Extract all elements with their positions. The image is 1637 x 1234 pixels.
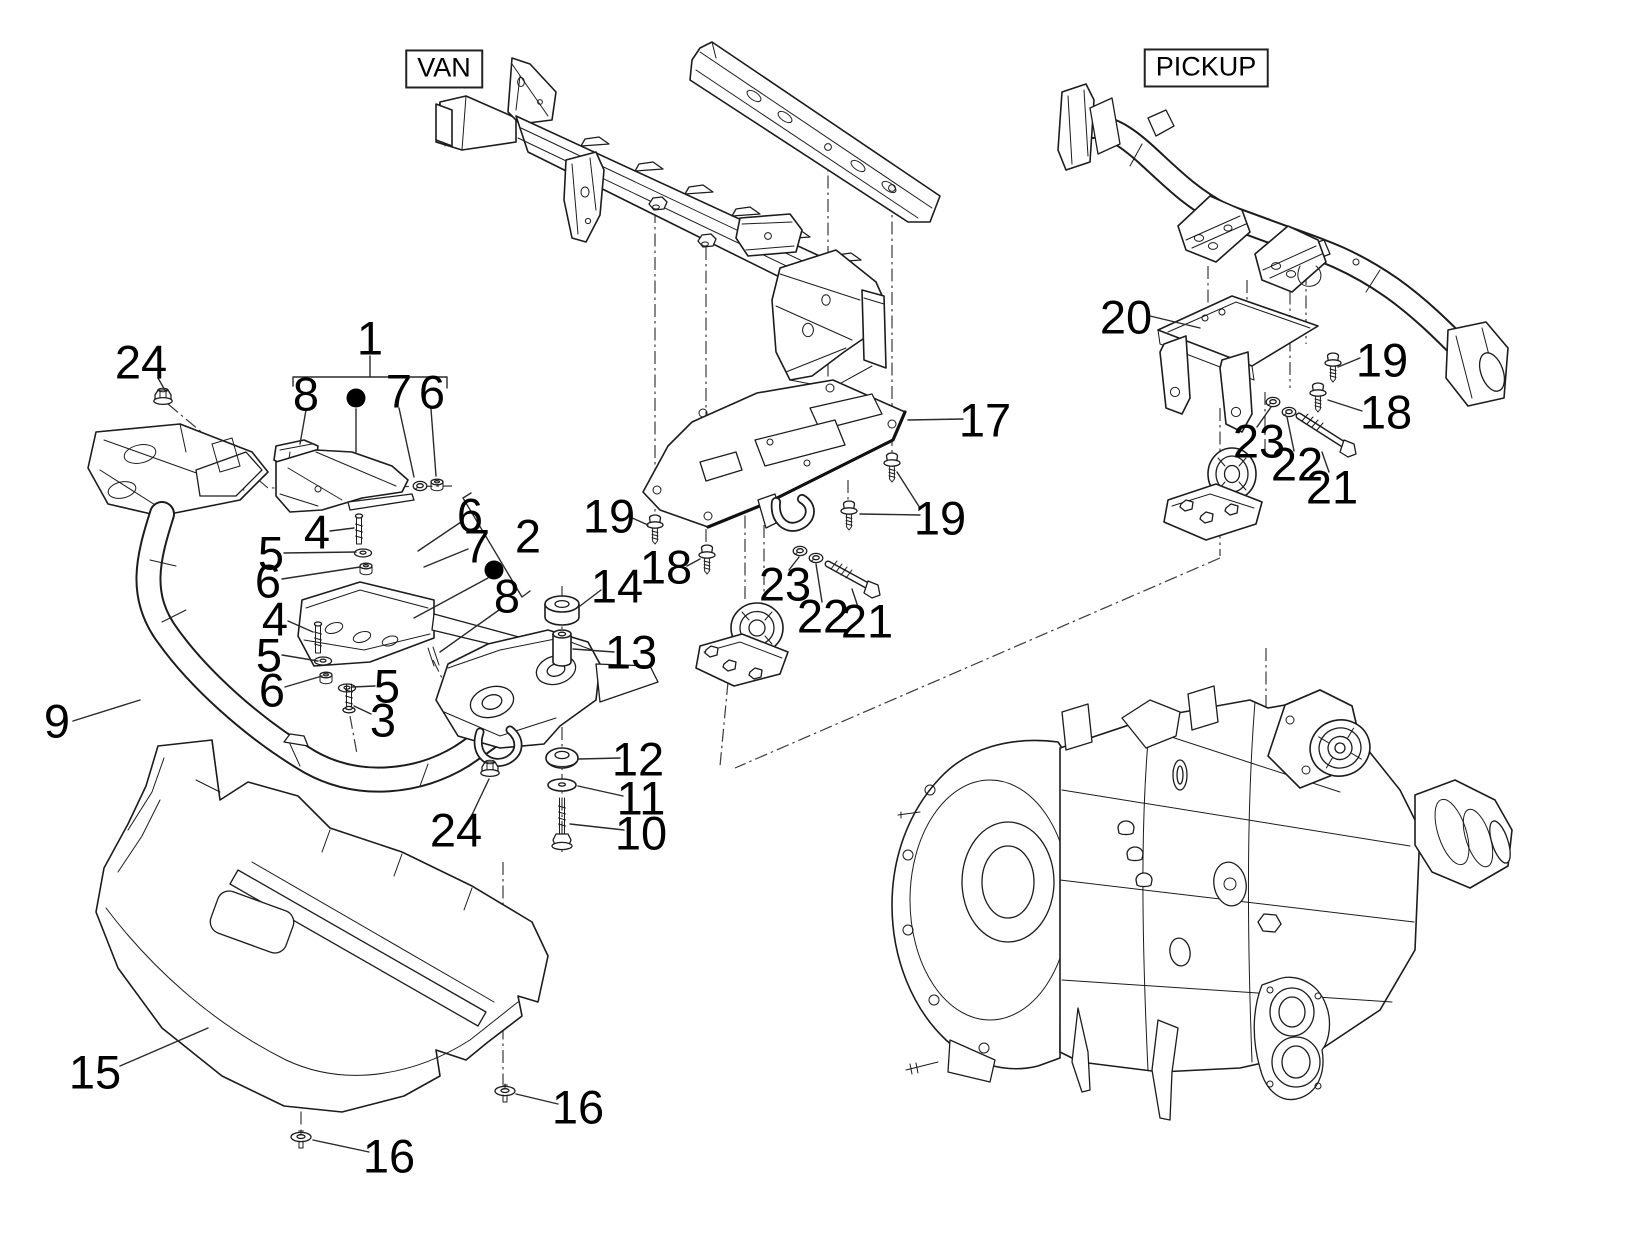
sill-rail-art [689, 41, 941, 223]
callout-23: 23 [758, 557, 812, 611]
callout-6: 6 [456, 488, 484, 542]
callout-19: 19 [582, 489, 636, 543]
bullet-marker [346, 388, 366, 408]
callout-10: 10 [614, 806, 668, 860]
bracket-20-art [1157, 295, 1357, 541]
callout-13: 13 [604, 625, 658, 679]
callout-5: 5 [373, 659, 401, 713]
callout-22: 22 [1270, 437, 1324, 491]
van-crossmember-art [435, 57, 887, 389]
callout-24: 24 [429, 803, 483, 857]
bolt-10 [551, 797, 573, 851]
bushing-14 [544, 595, 580, 626]
callout-1: 1 [356, 311, 384, 365]
callout-6: 6 [254, 554, 282, 608]
callout-11: 11 [616, 771, 666, 825]
callout-5: 5 [257, 526, 285, 580]
leader-lines [72, 315, 1363, 1153]
callout-6: 6 [258, 663, 286, 717]
bolt-21-pickup [1295, 412, 1357, 458]
bullet-marker [484, 560, 504, 580]
van-variant-label: VAN [405, 49, 483, 89]
washer-11 [547, 778, 577, 792]
callout-7: 7 [385, 364, 413, 418]
gearbox-art [891, 685, 1513, 1121]
mount-1-art [273, 439, 444, 576]
callout-22: 22 [796, 589, 850, 643]
callout-18: 18 [639, 540, 693, 594]
mount-2-art [297, 581, 561, 714]
callout-24: 24 [114, 335, 168, 389]
callout-14: 14 [590, 559, 644, 613]
callout-17: 17 [958, 393, 1012, 447]
bolt-3 [342, 683, 356, 714]
callout-12: 12 [611, 732, 665, 786]
callout-8: 8 [292, 367, 320, 421]
callout-16: 16 [551, 1080, 605, 1134]
callout-16: 16 [362, 1129, 416, 1183]
callout-5: 5 [255, 628, 283, 682]
center-mount-art [695, 602, 789, 687]
callout-19: 19 [1355, 333, 1409, 387]
spacer-13 [552, 629, 572, 667]
callout-23: 23 [1232, 414, 1286, 468]
callout-3: 3 [369, 693, 397, 747]
callout-18: 18 [1359, 385, 1413, 439]
pickup-crossmember-art [1057, 83, 1509, 407]
crossmember-9-art [87, 387, 659, 851]
callout-7: 7 [463, 519, 491, 573]
callout-15: 15 [68, 1045, 122, 1099]
callout-8: 8 [493, 569, 521, 623]
callout-19: 19 [913, 491, 967, 545]
skid-plate-15-art [95, 739, 549, 1149]
pickup-variant-label: PICKUP [1143, 48, 1269, 88]
callout-21: 21 [1305, 460, 1359, 514]
plate-17-art [642, 379, 907, 687]
callout-2: 2 [514, 509, 542, 563]
callout-21: 21 [840, 594, 894, 648]
callout-9: 9 [43, 694, 71, 748]
callout-20: 20 [1099, 290, 1153, 344]
grommet-12 [545, 747, 579, 769]
pickup-mount-art [1163, 447, 1263, 541]
callout-4: 4 [261, 592, 289, 646]
callout-6: 6 [418, 365, 446, 419]
callout-4: 4 [303, 505, 331, 559]
bolt-21-center [824, 560, 881, 599]
